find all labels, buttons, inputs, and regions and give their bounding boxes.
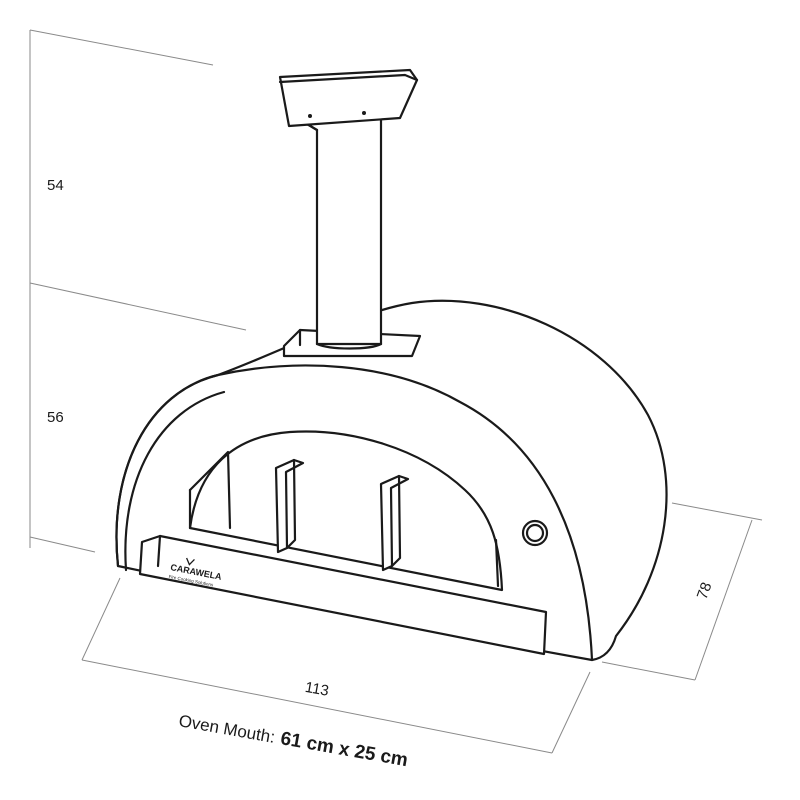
width-label: 113 bbox=[304, 679, 331, 700]
chimney-cap-top-edge bbox=[278, 73, 419, 84]
oven-mouth-caption: Oven Mouth:61 cm x 25 cm bbox=[177, 710, 409, 771]
flame-icon bbox=[186, 557, 195, 566]
width-right-extension bbox=[551, 671, 591, 754]
oven-mouth-inner-wall bbox=[188, 450, 232, 530]
front-ledge bbox=[138, 534, 548, 656]
caption-prefix: Oven Mouth: bbox=[177, 711, 276, 747]
chimney-pipe bbox=[305, 117, 383, 346]
chimney-cap-rivet bbox=[308, 114, 312, 118]
depth-front-extension bbox=[601, 661, 696, 681]
handle-left-side bbox=[285, 458, 297, 550]
depth-label: 78 bbox=[694, 580, 716, 601]
caption-value: 61 cm x 25 cm bbox=[279, 728, 410, 771]
thermometer-inner-ring bbox=[525, 523, 545, 543]
handle-right-side bbox=[390, 474, 402, 568]
width-dimension-line bbox=[81, 659, 553, 754]
oven-mouth-right-edge bbox=[494, 538, 500, 588]
depth-back-extension bbox=[671, 502, 763, 521]
width-left-extension bbox=[81, 577, 121, 661]
top-extension-line bbox=[29, 29, 214, 66]
middle-extension-line bbox=[29, 282, 247, 331]
front-arch-inner-edge bbox=[124, 390, 226, 572]
bottom-extension-line bbox=[29, 536, 96, 553]
depth-dimension-line bbox=[694, 519, 753, 681]
chimney-height-label: 54 bbox=[47, 177, 64, 194]
front-arch-edge bbox=[115, 364, 594, 662]
front-ledge-edge bbox=[156, 534, 162, 568]
chimney-cap bbox=[278, 68, 419, 128]
dimension-lines bbox=[29, 29, 763, 754]
body-height-label: 56 bbox=[47, 409, 64, 426]
chimney-pipe-base-curve bbox=[315, 342, 383, 350]
oven: CARAWELA Fire Cooking Solutions bbox=[115, 68, 668, 662]
chimney-cap-rivet bbox=[362, 111, 366, 115]
